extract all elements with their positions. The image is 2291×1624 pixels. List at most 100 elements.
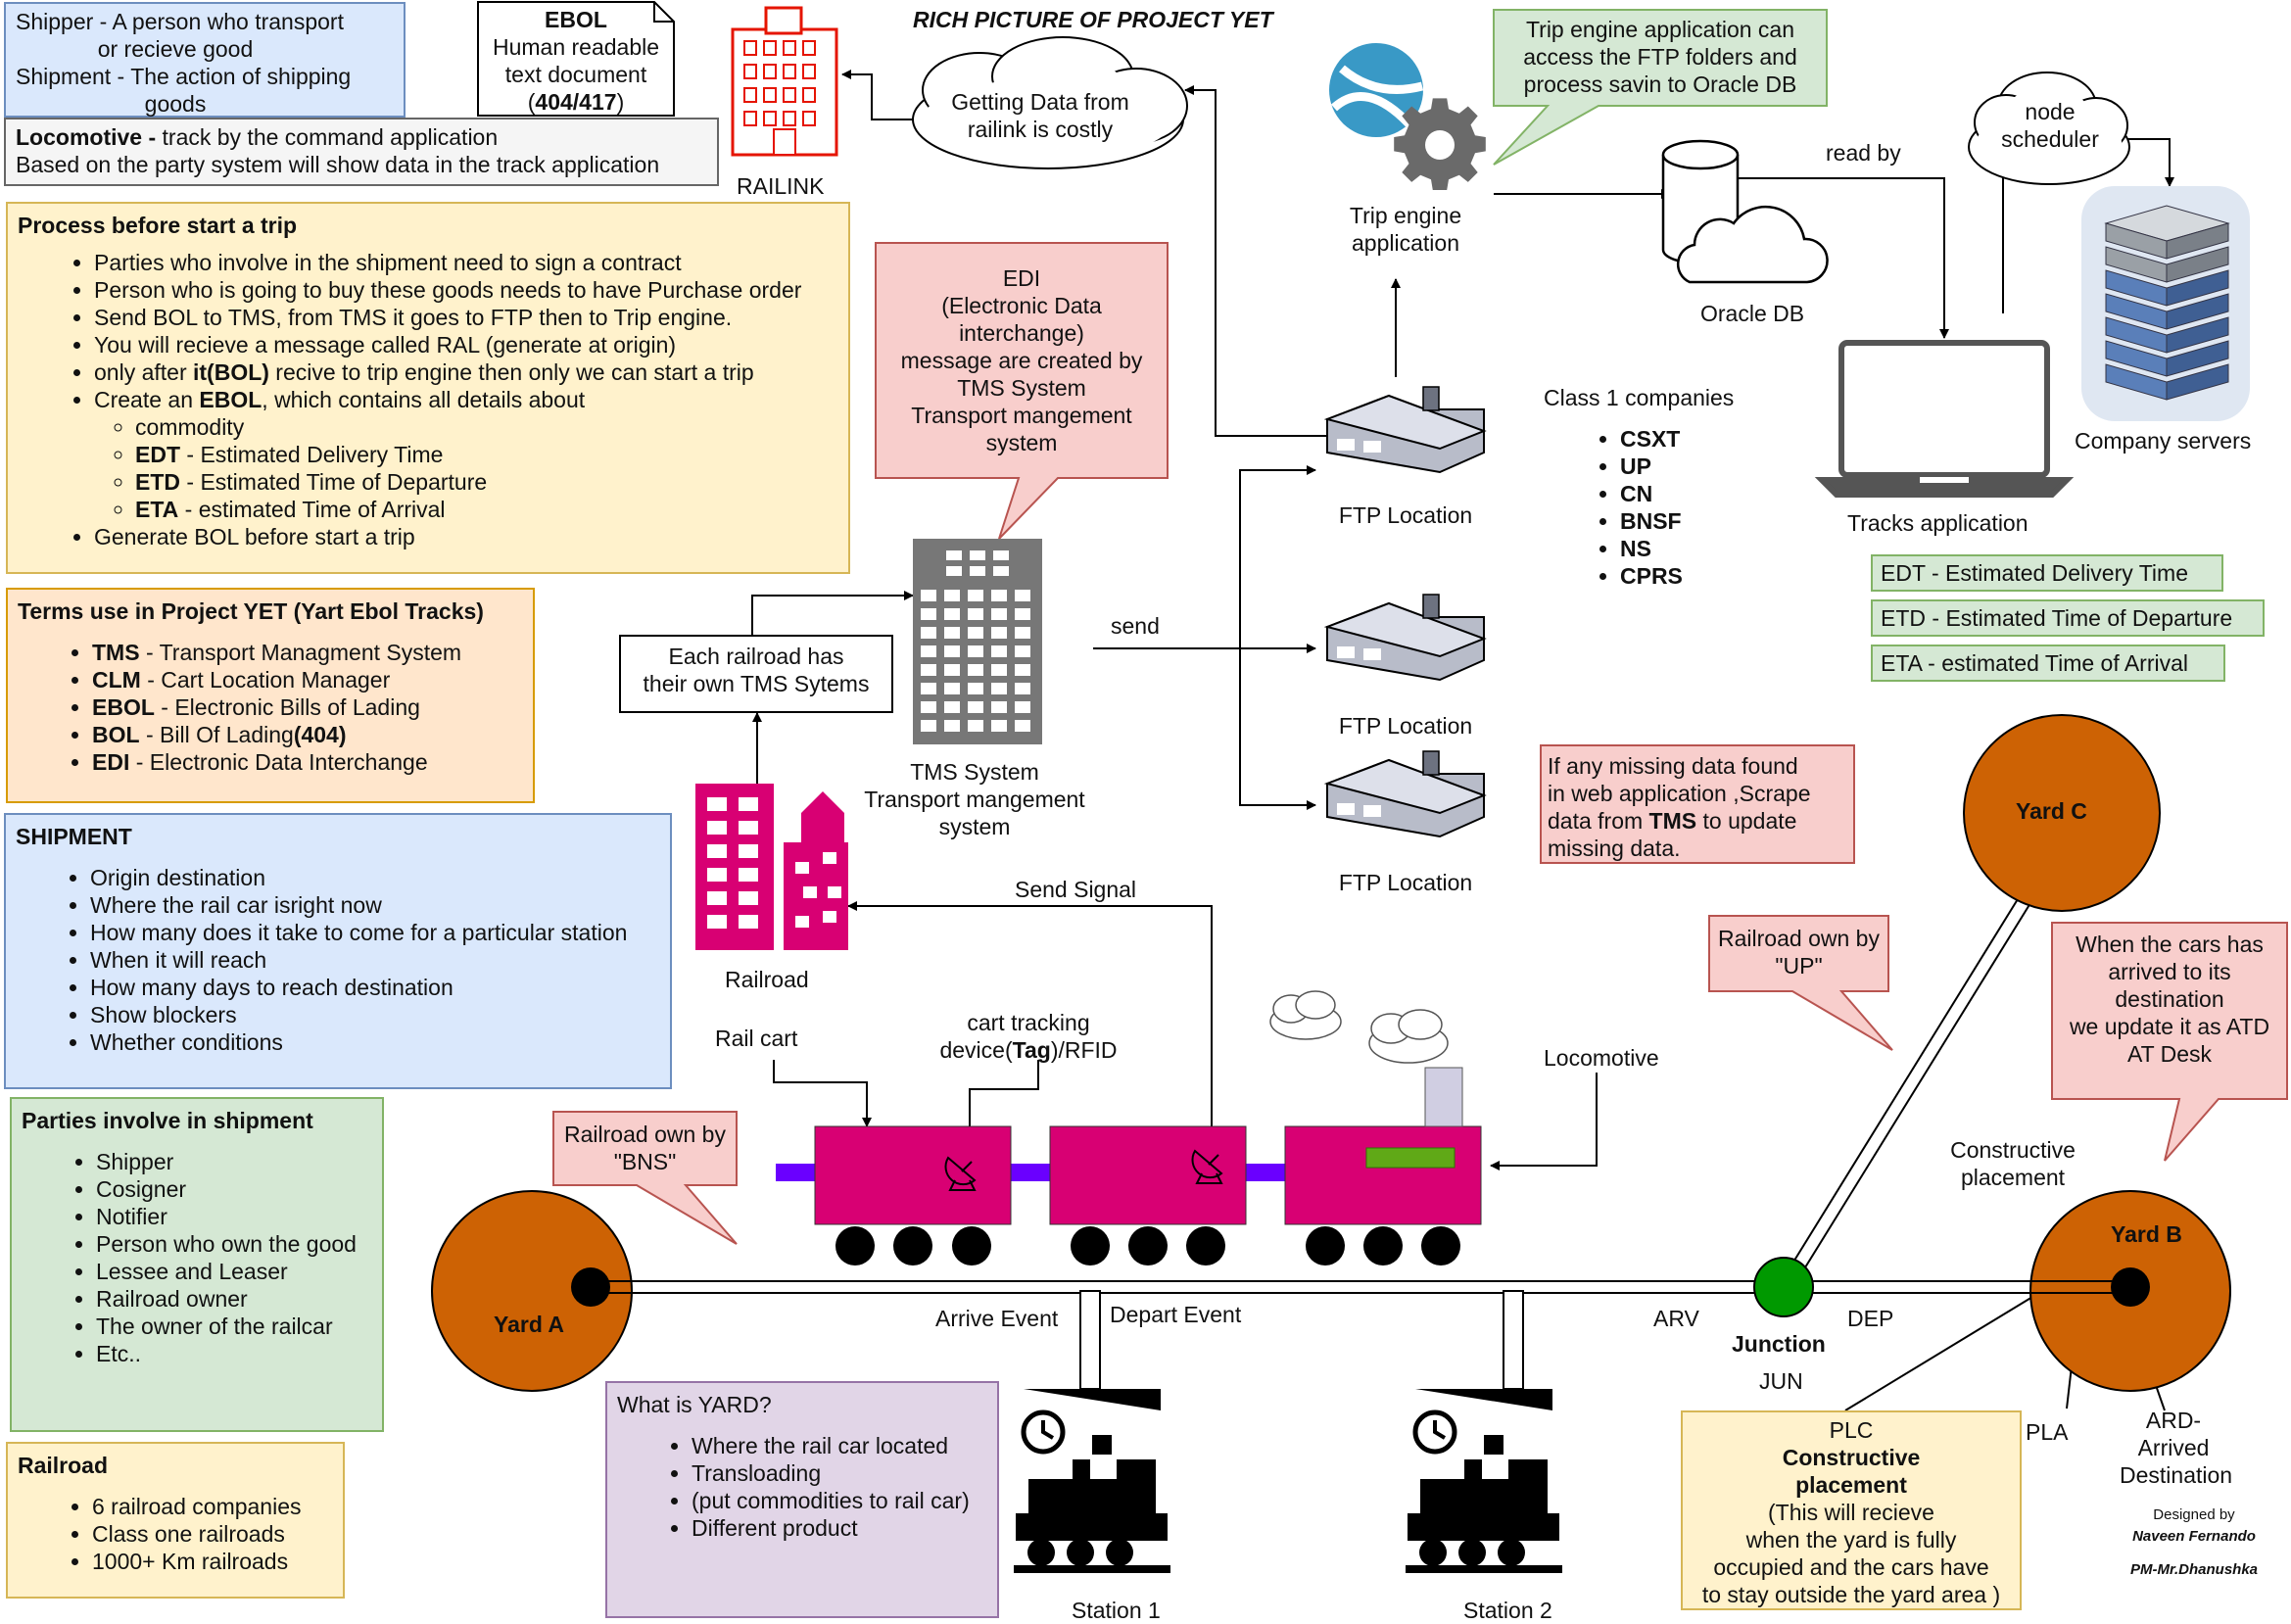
ftp-warehouse-icon [1323,594,1487,682]
ebol-note: EBOL Human readable text document (404/4… [480,6,672,116]
yard-box-item: Different product [692,1514,987,1542]
process-box: Process before start a trip Parties who … [6,202,850,574]
ebol-note-shape [477,1,675,117]
junction-node [1753,1257,1814,1317]
junction-label: Junction [1732,1331,1826,1357]
railink-label: RAILINK [737,173,825,199]
process-item: You will recieve a message called RAL (g… [94,331,838,358]
edge-railcart-label [773,1060,872,1127]
company-servers-icon [2081,186,2250,421]
read-by-label: read by [1826,140,1901,166]
process-title: Process before start a trip [18,213,298,238]
yard-a-circle [431,1190,633,1392]
edge-locomotive-label [1490,1073,1598,1170]
yard-b-label: Yard B [2111,1221,2182,1247]
railroad-box-item: 6 railroad companies [92,1493,333,1520]
company-servers-label: Company servers [2075,428,2252,454]
yard-box-item: Transloading [692,1459,987,1487]
process-subitem: ETD - Estimated Time of Departure [135,468,838,496]
railroad-box-item: Class one railroads [92,1520,333,1548]
send-label: send [1111,613,1160,639]
process-item: Send BOL to TMS, from TMS it goes to FTP… [94,304,838,331]
terms-item: EDI - Electronic Data Interchange [92,748,523,776]
edge-ftp-to-cloud [1184,85,1326,437]
railink-building-icon [731,6,838,157]
process-subitem: ETA - estimated Time of Arrival [135,496,838,523]
trip-note-shape [1493,9,1828,166]
railroad-box: Railroad 6 railroad companies Class one … [6,1442,345,1599]
shipment-title: SHIPMENT [16,824,132,849]
station-train-icon [1014,1409,1170,1573]
trip-engine-icon [1329,43,1486,190]
terms-item: EBOL - Electronic Bills of Lading [92,693,523,721]
ebol-line1: Human readable [492,34,660,60]
yard-box-item: Where the rail car located [692,1432,987,1459]
class1-item: UP [1620,453,1734,480]
oracle-db-label: Oracle DB [1700,301,1805,326]
class1-item: CPRS [1620,562,1734,590]
main-track [591,1280,2130,1294]
estimate-eta: ETA - estimated Time of Arrival [1871,645,2225,682]
shipment-item: Where the rail car isright now [90,891,660,919]
train-group [776,1067,1482,1266]
parties-item: Lessee and Leaser [96,1258,372,1285]
rail-cart-label: Rail cart [715,1026,798,1051]
shipment-item: Origin destination [90,864,660,891]
ebol-title: EBOL [545,7,607,32]
terms-title: Terms use in Project YET (Yart Ebol Trac… [18,598,484,624]
parties-item: Etc.. [96,1340,372,1367]
parties-item: Railroad owner [96,1285,372,1313]
edi-callout-shape [875,242,1169,540]
page-title: RICH PICTURE OF PROJECT YET [913,7,1273,32]
process-subitem: commodity [135,413,838,441]
shipment-item: Show blockers [90,1001,660,1028]
shipper-line2: or recieve good [97,36,254,62]
process-item: Parties who involve in the shipment need… [94,249,838,276]
edge-tms-to-ftp3 [1239,648,1316,810]
locomotive-line2: Based on the party system will show data… [16,152,660,177]
terms-item: CLM - Cart Location Manager [92,666,523,693]
shipment-box: SHIPMENT Origin destination Where the ra… [4,813,672,1089]
ftp-warehouse-icon [1323,386,1487,474]
bns-callout-shape [552,1111,738,1245]
shipment-item: Whether conditions [90,1028,660,1056]
ftp-label-3: FTP Location [1338,870,1473,895]
class1-item: CSXT [1620,425,1734,453]
shipper-definition-box: Shipper - A person who transport or reci… [4,2,406,118]
parties-item: Shipper [96,1148,372,1175]
oracle-db-icon [1661,139,1829,284]
pla-label: PLA [2026,1419,2069,1445]
edge-cloud-to-railink [841,70,917,120]
parties-item: Person who own the good [96,1230,372,1258]
class1-item: CN [1620,480,1734,507]
credits: Designed by Naveen Fernando PM-Mr.Dhanus… [2106,1505,2282,1581]
arrive-pole [1079,1290,1101,1390]
yard-c-label: Yard C [2016,798,2087,824]
yard-box-item: (put commodities to rail car) [692,1487,987,1514]
edge-scheduler-to-servers [2124,138,2174,187]
estimate-edt: EDT - Estimated Delivery Time [1871,554,2223,592]
railroad-label: Railroad [725,967,809,992]
edge-each-to-tms [751,591,914,635]
credits-line2: Naveen Fernando [2132,1528,2256,1545]
railroad-box-item: 1000+ Km railroads [92,1548,333,1575]
shipment-item: How many does it take to come for a part… [90,919,660,946]
send-signal-label: Send Signal [1015,877,1137,902]
shipment-item: When it will reach [90,946,660,974]
station-1-label: Station 1 [1072,1598,1161,1623]
edge-tag-label [965,1060,1039,1137]
rfid-tag-icon [944,1149,1223,1191]
credits-line3: PM-Mr.Dhanushka [2129,1561,2259,1578]
tracks-app-label: Tracks application [1847,510,2028,536]
locomotive-box: Locomotive - track by the command applic… [4,118,719,186]
estimate-etd: ETD - Estimated Time of Departure [1871,599,2265,637]
ftp-label-2: FTP Location [1338,713,1473,739]
yard-a-label: Yard A [494,1312,565,1337]
yard-definition-box: What is YARD? Where the rail car located… [605,1381,999,1618]
process-item: only after it(BOL) recive to trip engine… [94,358,838,386]
station-train-icon [1406,1409,1562,1573]
process-subitem: EDT - Estimated Delivery Time [135,441,838,468]
